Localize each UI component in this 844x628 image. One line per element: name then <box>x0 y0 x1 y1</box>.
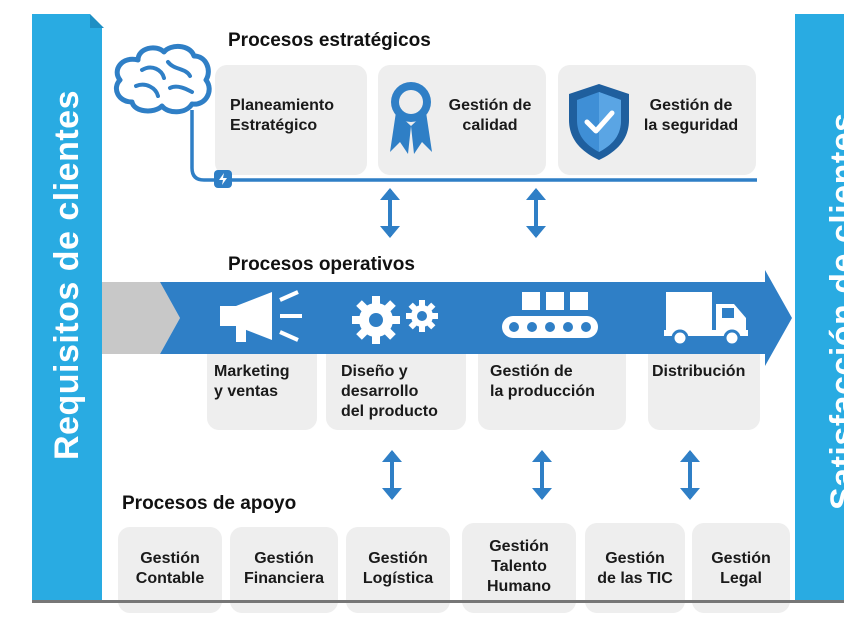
support-label-finance: Gestión Financiera <box>243 550 325 587</box>
strategic-label-quality: Gestión de calidad <box>448 97 532 134</box>
support-title: Procesos de apoyo <box>122 493 297 514</box>
support-label-accounting: Gestión Contable <box>135 550 205 587</box>
support-label-legal: Gestión Legal <box>711 550 771 587</box>
support-card-logistics <box>346 527 450 613</box>
support-label-hr: Gestión Talento Humano <box>487 538 551 595</box>
award-ribbon-icon <box>390 82 432 154</box>
strategic-title: Procesos estratégicos <box>228 30 431 51</box>
support-label-ict: Gestión de las TIC <box>597 550 673 587</box>
gears-icon <box>352 296 438 344</box>
double-arrow-support-2 <box>532 450 552 500</box>
bottom-divider <box>32 600 844 603</box>
operational-label-distribution: Distribución <box>652 363 746 380</box>
shield-check-icon <box>569 84 629 160</box>
operational-label-production: Gestión de la producción <box>490 363 595 400</box>
support-card-ict <box>585 523 685 613</box>
support-card-legal <box>692 523 790 613</box>
sidebar-right <box>795 14 844 600</box>
bolt-icon <box>214 170 232 188</box>
support-card-hr <box>462 523 576 613</box>
double-arrow-support-1 <box>382 450 402 500</box>
megaphone-icon <box>220 290 302 342</box>
conveyor-icon <box>502 292 598 338</box>
support-label-logistics: Gestión Logística <box>362 550 434 587</box>
strategic-label-security: Gestión de la seguridad <box>643 97 739 134</box>
support-card-finance <box>230 527 338 613</box>
operational-title: Procesos operativos <box>228 254 415 275</box>
operational-label-marketing: Marketing y ventas <box>214 363 290 400</box>
support-card-accounting <box>118 527 222 613</box>
sidebar-left-fold-corner <box>90 14 104 28</box>
sidebar-left <box>32 14 102 600</box>
double-arrow-strategic-1 <box>380 188 400 238</box>
strategic-label-planning: Planeamiento Estratégico <box>230 97 335 134</box>
brain-icon <box>114 44 212 115</box>
operational-label-design: Diseño y desarrollo del producto <box>341 363 438 420</box>
strategic-card-planning <box>215 65 367 175</box>
truck-icon <box>664 292 748 347</box>
double-arrow-support-3 <box>680 450 700 500</box>
double-arrow-strategic-2 <box>526 188 546 238</box>
